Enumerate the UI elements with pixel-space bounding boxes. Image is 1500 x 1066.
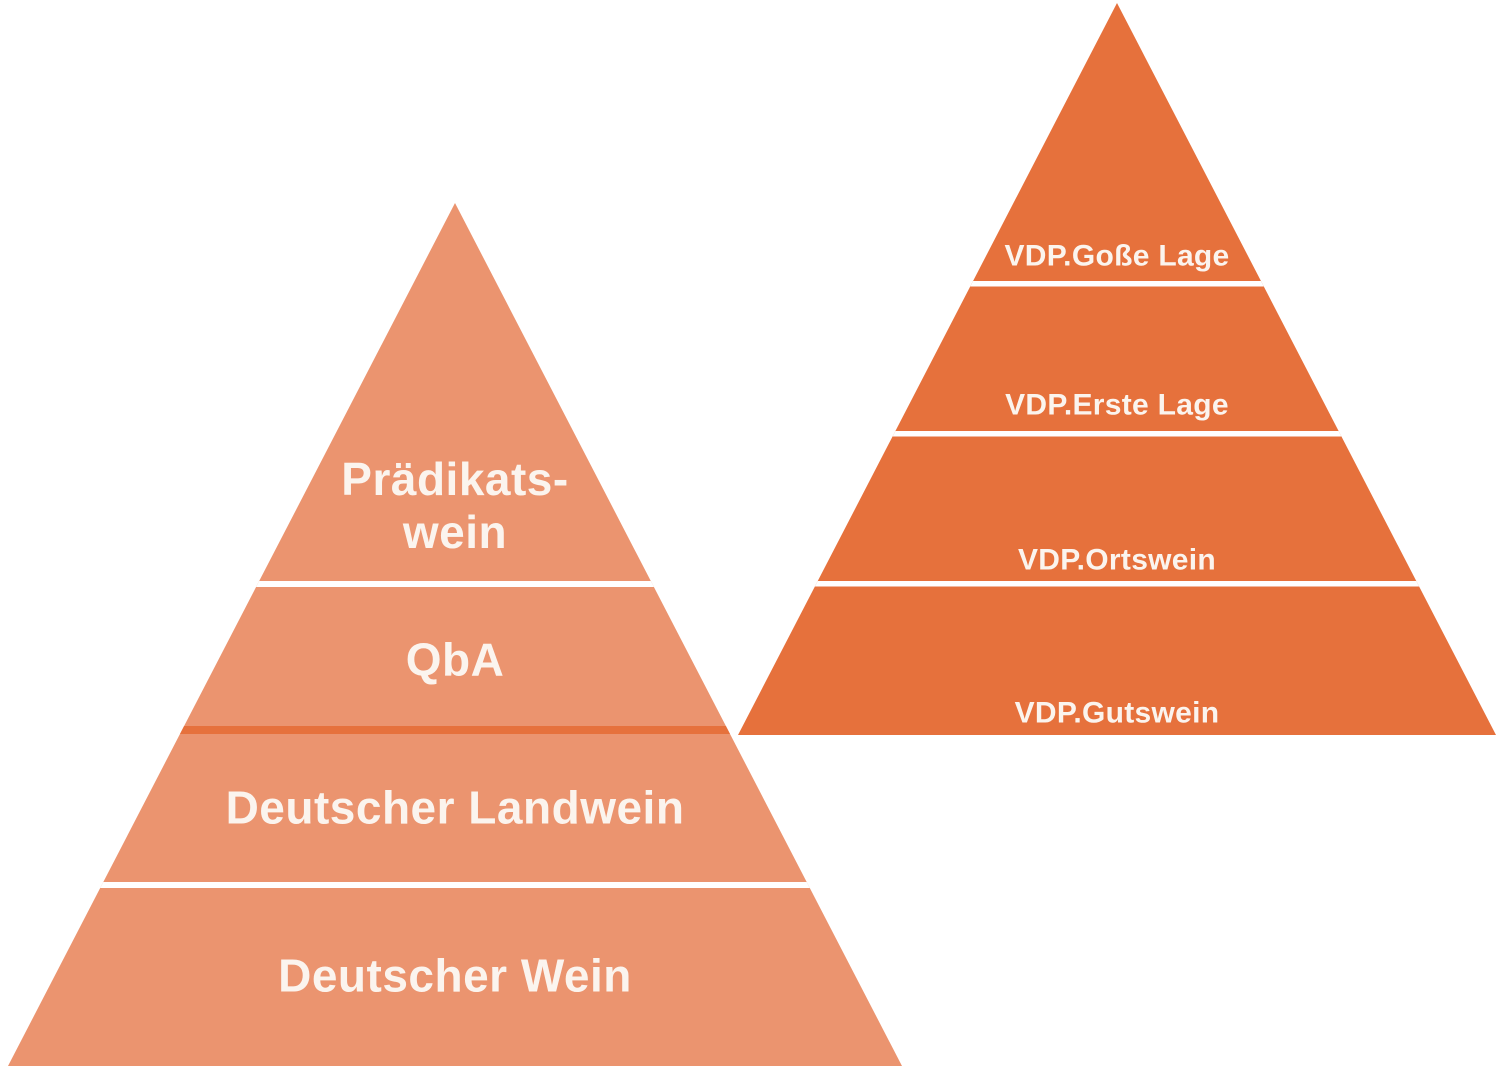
left-pyramid-divider-1 [8, 581, 902, 587]
qba-label: QbA [405, 633, 505, 686]
vdp-grosse-lage-label: VDP.Goße Lage [1004, 239, 1230, 273]
right-pyramid-divider-3 [738, 581, 1496, 587]
deutscher-landwein-label: Deutscher Landwein [225, 781, 685, 834]
vdp-gutswein-label: VDP.Gutswein [1014, 696, 1220, 730]
praedikatswein-label: Prädikats- wein [341, 453, 569, 558]
left-pyramid-shape [8, 203, 902, 1066]
right-pyramid-divider-1 [738, 281, 1496, 287]
vdp-ortswein-label: VDP.Ortswein [1017, 543, 1217, 577]
deutscher-wein-label: Deutscher Wein [278, 949, 632, 1002]
right-pyramid-shape [738, 3, 1496, 735]
right-pyramid-divider-2 [738, 431, 1496, 437]
left-pyramid-divider-2-accent [8, 726, 902, 734]
vdp-erste-lage-label: VDP.Erste Lage [1005, 388, 1229, 422]
left-pyramid-divider-3 [8, 882, 902, 888]
